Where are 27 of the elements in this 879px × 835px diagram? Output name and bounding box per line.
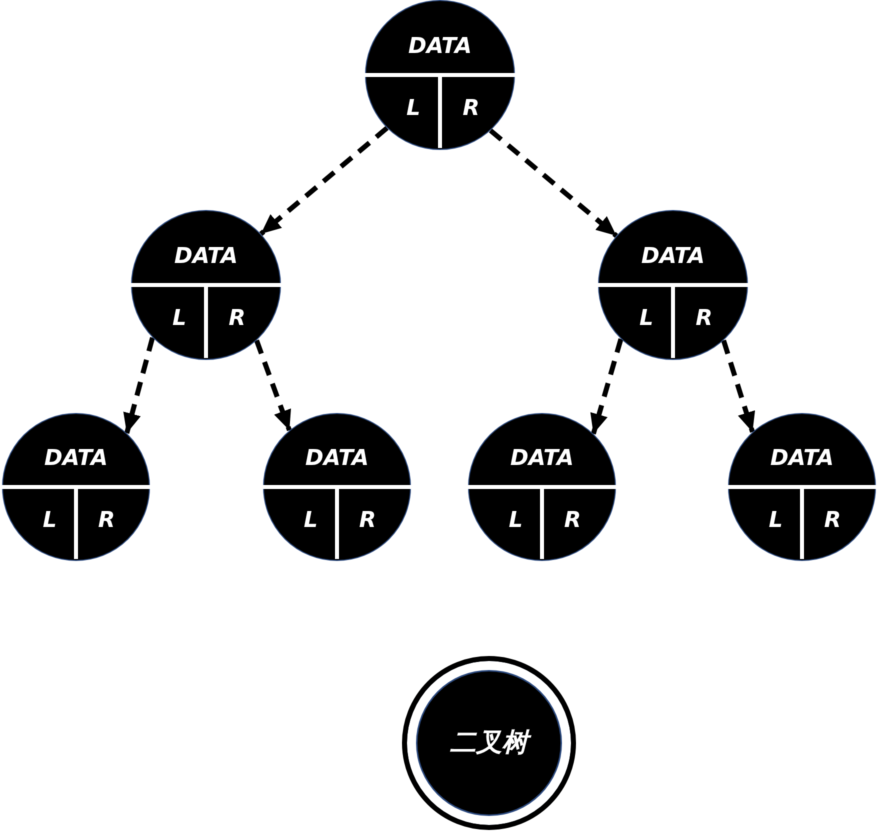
right-label: R <box>359 510 376 532</box>
left-label: L <box>508 510 523 532</box>
left-label: L <box>172 308 186 330</box>
right-label: R <box>824 510 842 532</box>
data-label: DATA <box>641 246 705 268</box>
right-label: R <box>228 308 246 330</box>
data-label: DATA <box>174 246 238 268</box>
data-label: DATA <box>408 36 472 58</box>
arrow <box>590 338 624 434</box>
left-label: L <box>42 510 57 532</box>
arrow <box>254 340 292 432</box>
data-label: DATA <box>44 448 108 470</box>
left-label: L <box>406 98 420 120</box>
left-label: L <box>304 510 318 532</box>
left-label: L <box>639 308 654 330</box>
right-label: R <box>462 98 480 120</box>
data-label: DATA <box>305 448 369 470</box>
right-label: R <box>564 510 582 532</box>
data-label: DATA <box>770 448 834 470</box>
right-label: R <box>696 308 713 330</box>
left-label: L <box>768 510 783 532</box>
arrow <box>488 128 618 238</box>
arrow <box>721 340 756 433</box>
data-label: DATA <box>510 448 574 470</box>
right-label: R <box>98 510 116 532</box>
arrow <box>259 126 389 236</box>
arrow <box>123 336 155 434</box>
